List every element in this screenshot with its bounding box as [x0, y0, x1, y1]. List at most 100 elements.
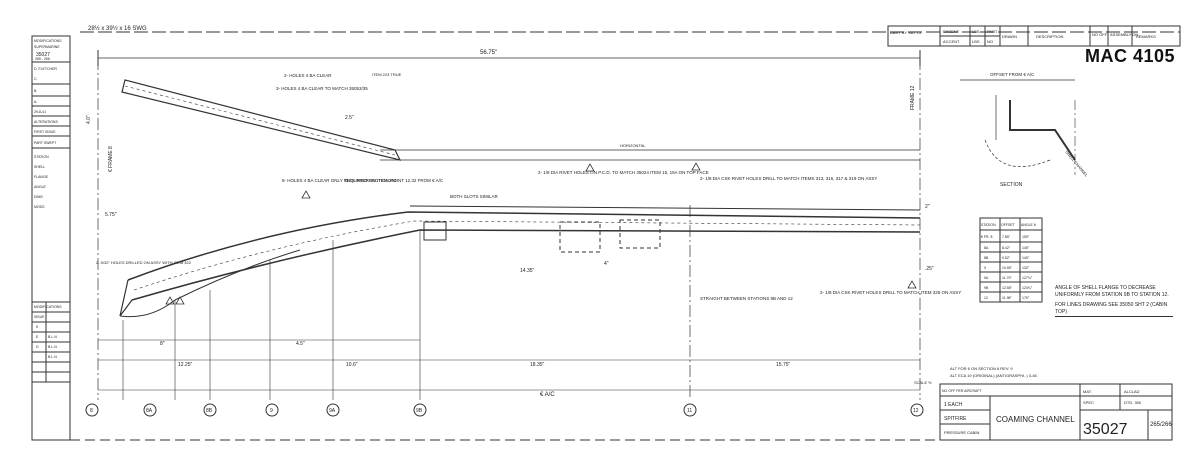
strip-text: MODIFICATIONS: [34, 305, 62, 309]
note-holes-4: 2- 5/32" HOLES DRILLED ON ASSY WITH ITEM…: [96, 260, 192, 265]
title-note: ALT ECA 19 (ORIGINAL) (ANTIGRASPHI..) 3-…: [950, 373, 1038, 378]
spitfire-label: SPITFIRE: [944, 416, 967, 422]
rivet-detail-2: [619, 219, 661, 249]
strip-text: D. FLETCHER: [34, 67, 57, 71]
dim: 15.75": [776, 362, 791, 368]
sheet-number: 265/266: [1150, 422, 1172, 428]
scale-label: SCALE ½: [914, 380, 932, 385]
strip-text: SHELL: [34, 165, 45, 169]
table-cell: 9: [984, 266, 986, 270]
coaming-channel-upper-edge: [127, 211, 921, 281]
table-cell: 8.42": [1002, 246, 1011, 250]
strip-text: B.L.N: [48, 345, 57, 349]
rev-cell: PART: [987, 29, 998, 34]
strip-text: 265 - 266: [35, 57, 50, 61]
table-header: OFFSET: [1001, 223, 1016, 227]
note-holes-3: 8- HOLES 4 BA CLEAR ONLY REQUIRED ON ITE…: [282, 178, 397, 183]
strip-drawing-number: 35027: [36, 52, 50, 58]
archive-stamp: MAC 4105: [1085, 46, 1176, 66]
strip-text: ALTERATIONS: [34, 120, 58, 124]
dim: 4": [604, 261, 609, 267]
rev-cell: LBS: [972, 39, 980, 44]
rivet-detail-1: [559, 221, 601, 253]
table-cell: 132°: [1022, 266, 1030, 270]
rev-cell: REMARKS: [1136, 34, 1156, 39]
lines-note: FOR LINES DRAWING SEE 35050 SHT 2 (CABIN…: [1055, 302, 1173, 317]
station-label: 9A: [329, 408, 336, 414]
strip-text: DIMS: [34, 195, 43, 199]
table-cell: 175°: [1022, 296, 1030, 300]
strip-text: K: [36, 325, 39, 329]
title-block-label: 28½ x 39½ x 16 SWG: [88, 25, 147, 32]
station-label: 11: [687, 408, 692, 414]
dim: 4.5": [296, 341, 305, 347]
table-cell: € FR. 8: [981, 235, 993, 239]
station-label: 12: [913, 408, 919, 414]
dim: 14.35": [520, 268, 535, 274]
section-profile: [1009, 100, 1076, 161]
table-cell: 140°: [1022, 256, 1030, 260]
station-label: 9: [270, 408, 273, 414]
strip-text: 29-8-41: [34, 110, 46, 114]
strip-text: MODIFICATIONS: [34, 39, 62, 43]
note-holes-1: 2- HOLES 4 BA CLEAR: [284, 73, 332, 78]
strip-text: FIRST ISSUE: [34, 130, 56, 134]
table-cell: 12: [984, 296, 988, 300]
left-strip-border: [31, 35, 71, 441]
strip-text: FLANGE: [34, 175, 49, 179]
dim: 8": [160, 341, 165, 347]
rev-cell: EXCENT: [943, 29, 960, 34]
horizontal-label: HORIZONTAL: [620, 143, 646, 148]
strip-text: MODS: [34, 205, 45, 209]
table-header: STATION: [981, 223, 996, 227]
table-cell: 145°: [1022, 246, 1030, 250]
upper-channel: [121, 79, 402, 161]
table-cell: 9B: [984, 286, 989, 290]
cabin-label: PRESSURE CABIN: [944, 430, 979, 435]
frame-8-label: € FRAME 8: [108, 146, 114, 172]
frame-12-label: FRAME 12: [910, 85, 916, 110]
table-cell: 9.52": [1002, 256, 1011, 260]
material-value: ALCLAD: [1124, 389, 1140, 394]
section-label: SECTION: [1000, 182, 1023, 188]
rev-cell: DRAWN: [1002, 34, 1017, 39]
strip-text: C.: [34, 77, 38, 81]
note-intersection: THIS INTERSECTION POINT 12.32 FROM € A/C: [344, 178, 444, 183]
note-rivet-1: 2- 1/8 DIA RIVET HOLES ON P.C.D. TO MATC…: [538, 170, 709, 175]
note-rivet-3: 2- 1/8 DIA CSK RIVET HOLES DRILL TO MATC…: [820, 290, 961, 295]
rev-cell: LBS: [972, 29, 980, 34]
table-cell: 8B: [984, 256, 989, 260]
strip-text: ANGLE: [34, 185, 47, 189]
table-cell: 12.55": [1002, 286, 1013, 290]
offset-label: OFFSET FROM € A/C: [990, 72, 1035, 77]
rev-cell: DESCRIPTION: [1036, 34, 1063, 39]
strip-text: B.: [34, 89, 37, 93]
rev-cell: ASSEMBLY ON: [1110, 32, 1138, 37]
strip-text: B.L.N: [48, 355, 57, 359]
overall-dimension: 56.75": [480, 50, 497, 56]
note-rivet-2: 2- 1/8 DIA CSK RIVET HOLES DRILL TO MATC…: [700, 176, 877, 181]
table-cell: 11.98": [1002, 296, 1012, 300]
table-cell: 7.85": [1002, 235, 1011, 239]
dim: 18.35": [530, 362, 545, 368]
drawing-name: COAMING CHANNEL: [996, 415, 1075, 424]
dim: 2": [925, 204, 930, 210]
note-holes-2: 3- HOLES 4 BA CLEAR TO MATCH 35053/35: [276, 86, 368, 91]
station-label: 8B: [206, 408, 213, 414]
strip-text: STATION: [34, 155, 49, 159]
note-straight: STRAIGHT BETWEEN STATIONS 9B AND 12: [700, 296, 793, 301]
rev-cell: NO OFF: [1092, 32, 1108, 37]
table-cell: 8A: [984, 246, 989, 250]
no-off-label: NO OFF PER AIRCRAFT: [942, 389, 983, 393]
table-cell: 150°: [1022, 235, 1030, 239]
coaming-channel-lower-edge: [131, 229, 921, 301]
shell-label: SHELL CHANNEL: [1064, 149, 1089, 178]
station-label: 8: [90, 408, 93, 414]
table-cell: 10.55": [1002, 266, 1013, 270]
strip-text: SUPERMARINE: [34, 45, 60, 49]
strip-text: PART SWEPT: [34, 141, 57, 145]
rev-cell: NO: [987, 39, 993, 44]
spec-value: DTD. 390: [1124, 400, 1142, 405]
